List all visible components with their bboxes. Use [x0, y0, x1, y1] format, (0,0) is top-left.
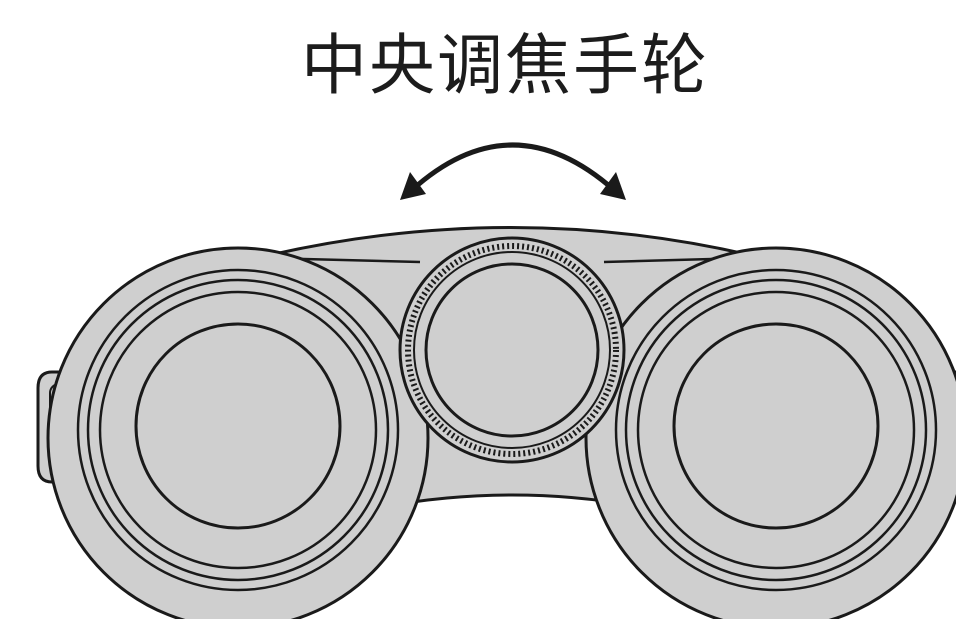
- right-eyepiece: [584, 246, 956, 619]
- central-focus-wheel: [398, 236, 626, 464]
- left-lens: [134, 322, 342, 530]
- focus-wheel-cap: [424, 262, 600, 438]
- rotation-arrow-icon: [410, 142, 616, 192]
- diagram-title: 中央调焦手轮: [301, 27, 709, 104]
- left-eyepiece: [46, 246, 430, 619]
- rotation-arrow-left-head-icon: [400, 172, 426, 200]
- right-lens: [672, 322, 880, 530]
- rotation-arrow-right-head-icon: [600, 172, 626, 200]
